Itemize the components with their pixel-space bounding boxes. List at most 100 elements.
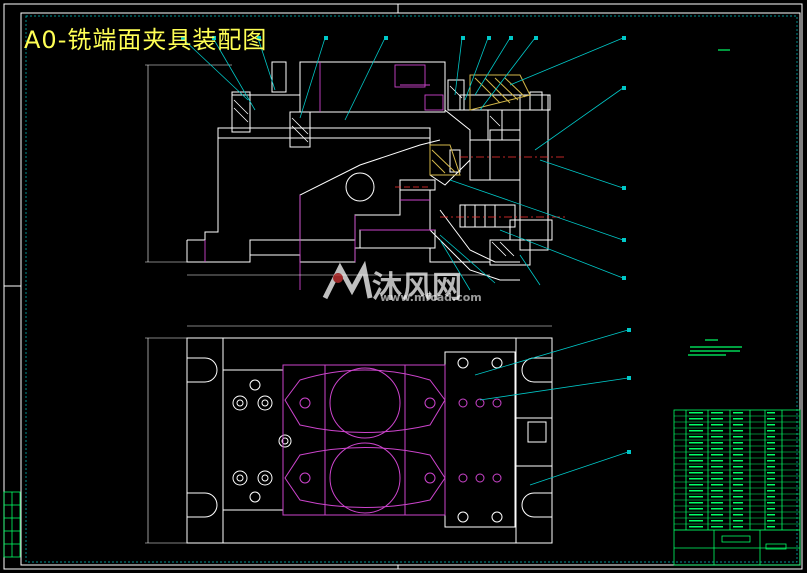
top-workpiece-outline (282, 364, 502, 516)
parts-list-entry (689, 514, 703, 516)
plan-dimensions (145, 325, 552, 544)
parts-list-entry (733, 526, 743, 528)
parts-list-entry (711, 466, 723, 468)
parts-list-entry (711, 496, 723, 498)
parts-list-entry (767, 484, 775, 486)
parts-list-entry (689, 472, 703, 474)
parts-list-entry (711, 478, 723, 480)
parts-list-entry (767, 460, 775, 462)
parts-list-entry (733, 478, 743, 480)
parts-list-entry (733, 418, 743, 420)
parts-list-entry (689, 526, 703, 528)
parts-list-entry (711, 430, 723, 432)
parts-list-entry (711, 412, 723, 414)
parts-list-entry (767, 514, 775, 516)
parts-list-entry (767, 508, 775, 510)
parts-list-entry (711, 442, 723, 444)
parts-list-entry (711, 460, 723, 462)
parts-list-entry (767, 448, 775, 450)
watermark-url: www.mfcad.com (380, 291, 482, 304)
parts-list-entry (767, 478, 775, 480)
parts-list-entry (689, 502, 703, 504)
parts-list-entry (689, 466, 703, 468)
parts-list-entry (711, 508, 723, 510)
drawing-title: A0-铣端面夹具装配图 (24, 26, 268, 54)
sheet-border (3, 3, 803, 570)
parts-list-entry (689, 478, 703, 480)
parts-list-entry (733, 454, 743, 456)
parts-list-entry (711, 418, 723, 420)
parts-list-entry (711, 526, 723, 528)
parts-list-entry (711, 448, 723, 450)
parts-list-entry (711, 436, 723, 438)
parts-list-entry (767, 466, 775, 468)
parts-list-entry (767, 418, 775, 420)
parts-list-entry (767, 412, 775, 414)
parts-list-entry (733, 496, 743, 498)
parts-list-entry (733, 484, 743, 486)
parts-list-entry (767, 520, 775, 522)
parts-list-entry (711, 472, 723, 474)
parts-list-entry (689, 496, 703, 498)
left-stamp-block (3, 491, 21, 558)
leader-markers (181, 36, 631, 454)
parts-list-entry (689, 430, 703, 432)
parts-list-entry (689, 490, 703, 492)
parts-list-entry (689, 508, 703, 510)
parts-list-entry (767, 442, 775, 444)
parts-list-entry (733, 520, 743, 522)
parts-list-entry (767, 490, 775, 492)
parts-list-entry (767, 496, 775, 498)
parts-list-entry (711, 502, 723, 504)
parts-list-entry (689, 484, 703, 486)
parts-list-entry (689, 412, 703, 414)
parts-list-entry (733, 424, 743, 426)
parts-list-entry (767, 436, 775, 438)
parts-list-entry (733, 514, 743, 516)
technical-notes (688, 49, 742, 356)
watermark-brand: 沐风网 (372, 270, 462, 305)
section-hatch (429, 74, 531, 176)
parts-list-entry (733, 436, 743, 438)
parts-list-entry (733, 448, 743, 450)
parts-list-entry (733, 460, 743, 462)
parts-list-entry (767, 424, 775, 426)
parts-list-entry (689, 442, 703, 444)
parts-list-entry (733, 412, 743, 414)
parts-list-entry (767, 472, 775, 474)
centerlines (395, 156, 565, 218)
parts-list-entry (733, 430, 743, 432)
watermark-logo (322, 260, 373, 300)
parts-list-entry (767, 526, 775, 528)
parts-list-entry (711, 484, 723, 486)
parts-list-entry (711, 490, 723, 492)
parts-list-entry (733, 466, 743, 468)
parts-list-entry (689, 436, 703, 438)
parts-list-entry (711, 520, 723, 522)
parts-list-entries (689, 412, 775, 528)
parts-list-entry (767, 454, 775, 456)
bolt-hatch (233, 85, 515, 257)
parts-list-entry (689, 448, 703, 450)
parts-list-entry (689, 460, 703, 462)
parts-list-entry (689, 418, 703, 420)
parts-list-entry (767, 502, 775, 504)
parts-list-table (673, 409, 801, 566)
parts-list-entry (711, 454, 723, 456)
parts-list-entry (767, 430, 775, 432)
leader-lines (181, 37, 629, 486)
parts-list-rows (674, 415, 800, 531)
front-hidden-lines (204, 62, 444, 290)
parts-list-entry (733, 502, 743, 504)
front-dimensions (145, 64, 490, 276)
parts-list-entry (733, 472, 743, 474)
parts-list-entry (711, 514, 723, 516)
parts-list-entry (689, 520, 703, 522)
parts-list-entry (689, 424, 703, 426)
parts-list-entry (733, 508, 743, 510)
parts-list-entry (711, 424, 723, 426)
parts-list-entry (733, 442, 743, 444)
top-plan-view (186, 337, 553, 544)
parts-list-entry (689, 454, 703, 456)
